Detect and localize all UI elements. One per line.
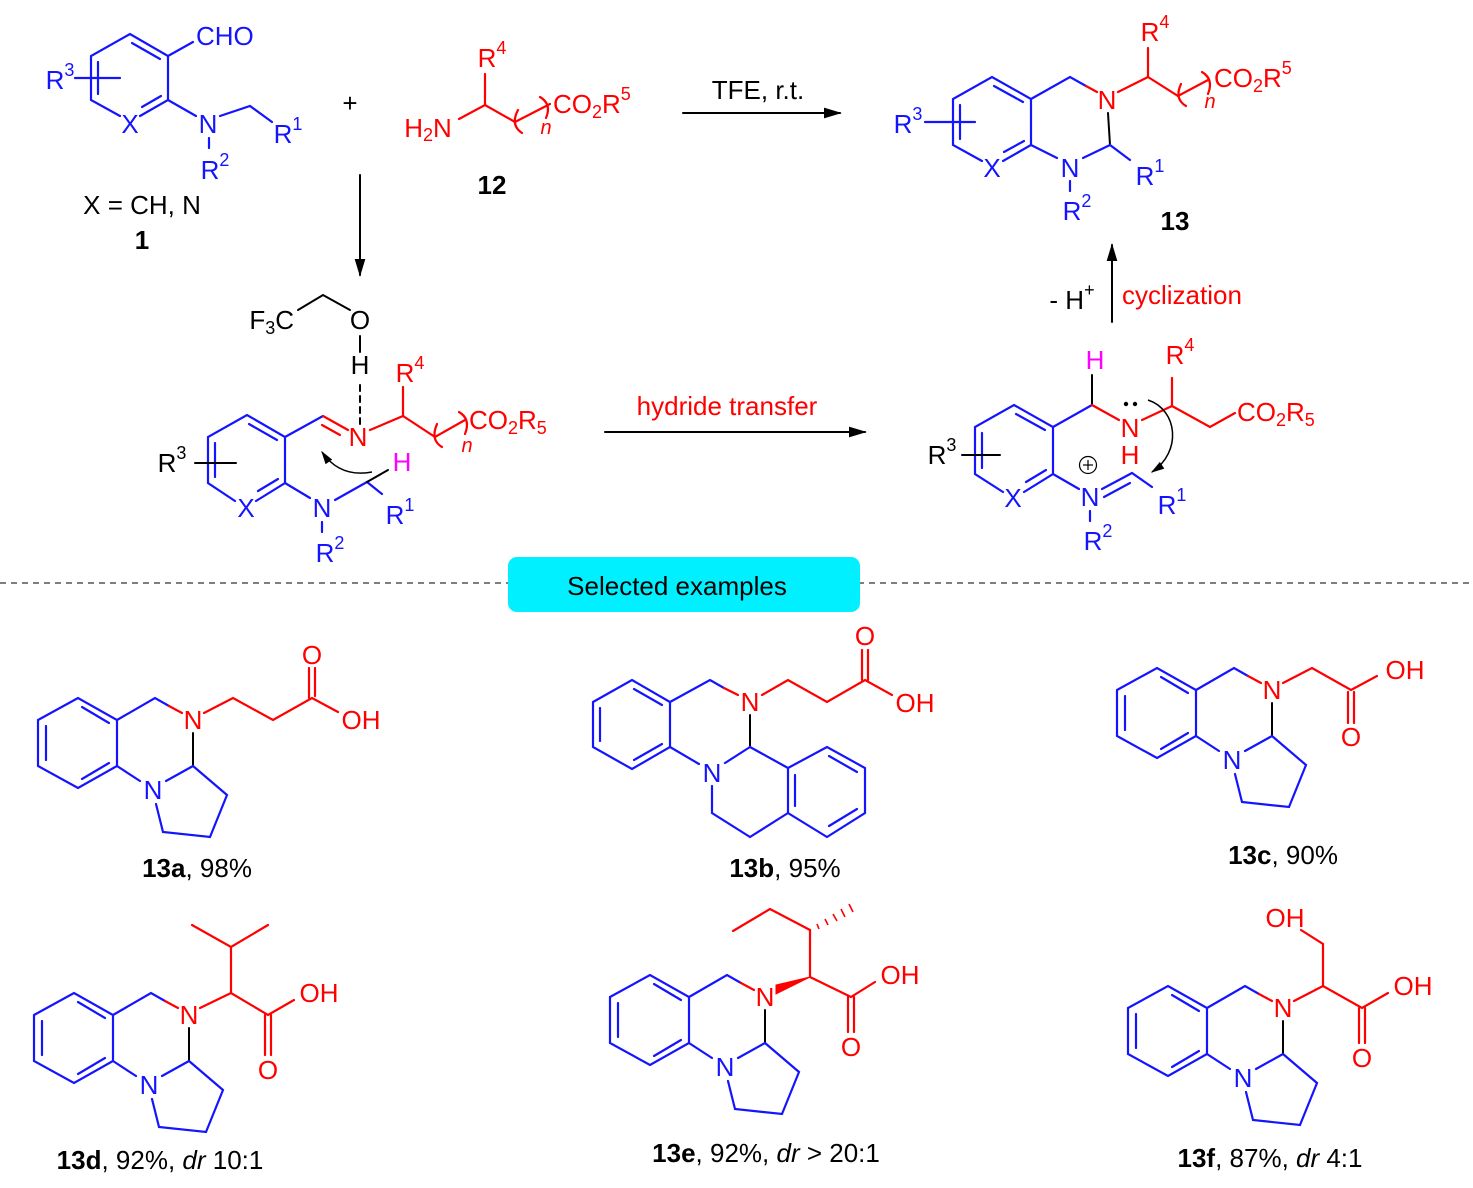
svg-text:R3: R3 <box>158 443 187 478</box>
svg-text:R4: R4 <box>396 353 425 388</box>
svg-text:O: O <box>1352 1043 1372 1073</box>
svg-text:n: n <box>540 117 551 139</box>
svg-text:O: O <box>841 1032 861 1062</box>
x-definition: X = CH, N <box>83 190 201 220</box>
svg-text:R4: R4 <box>478 38 507 73</box>
example-13c: O OH 13c, 90% <box>1115 655 1425 870</box>
compound-number-13: 13 <box>1161 206 1190 236</box>
deprotonation-label: - H+ <box>1049 280 1094 315</box>
svg-text:O: O <box>350 305 370 335</box>
compound-number-12: 12 <box>478 170 507 200</box>
example-13a: O OH 13a, 98% <box>36 640 381 883</box>
svg-text:OH: OH <box>1394 971 1433 1001</box>
svg-text:N: N <box>313 493 332 523</box>
svg-text:R3: R3 <box>46 60 75 95</box>
iminium-intermediate: R3 X H N H R4 CO2R5 N R1 R2 <box>928 335 1315 556</box>
svg-text:F3C: F3C <box>249 305 294 338</box>
curved-arrow-cyclization <box>1147 399 1174 473</box>
example-13e: O OH 13e, 92%, dr > 20:1 <box>608 903 920 1168</box>
compound-12-amino-ester: H2N n R4 CO2R5 12 <box>404 38 631 200</box>
svg-text:H: H <box>1086 345 1105 375</box>
reaction-conditions: TFE, r.t. <box>712 75 804 105</box>
compound-1-aldehyde: R3 X CHO N R1 R2 X = CH, N 1 <box>46 21 303 255</box>
svg-text:OH: OH <box>300 978 339 1008</box>
svg-text:H: H <box>351 350 370 380</box>
svg-text:N: N <box>1061 153 1080 183</box>
svg-text:R1: R1 <box>1158 485 1187 520</box>
svg-text:O: O <box>1341 722 1361 752</box>
example-label: 13b, 95% <box>729 853 840 883</box>
plus-sign: + <box>342 88 357 118</box>
svg-text:OH: OH <box>342 705 381 735</box>
svg-text:H: H <box>393 447 412 477</box>
hydride-transfer-label: hydride transfer <box>637 391 818 421</box>
svg-text:OH: OH <box>1266 903 1305 933</box>
svg-text:CHO: CHO <box>196 21 254 51</box>
svg-text:N: N <box>741 687 760 717</box>
svg-text:O: O <box>302 640 322 670</box>
svg-text:N: N <box>199 109 218 139</box>
svg-text:X: X <box>237 493 254 523</box>
svg-text:R2: R2 <box>1084 521 1113 556</box>
cyclization-label: cyclization <box>1122 280 1242 310</box>
example-label: 13e, 92%, dr > 20:1 <box>652 1138 880 1168</box>
svg-text:CO2R5: CO2R5 <box>1214 58 1292 96</box>
selected-examples-banner <box>508 557 860 612</box>
svg-text:OH: OH <box>896 688 935 718</box>
curved-arrow-hydride <box>321 450 373 474</box>
svg-text:N: N <box>1081 482 1100 512</box>
svg-text:R3: R3 <box>894 104 923 139</box>
svg-text:O: O <box>258 1055 278 1085</box>
svg-text:R3: R3 <box>928 435 957 470</box>
svg-text:OH: OH <box>881 960 920 990</box>
svg-text:N: N <box>703 758 722 788</box>
svg-text:R4: R4 <box>1141 12 1170 47</box>
svg-text:CO2R5: CO2R5 <box>469 405 547 438</box>
svg-text:X: X <box>1004 483 1021 513</box>
svg-text:OH: OH <box>1386 655 1425 685</box>
svg-text:H2N: H2N <box>404 113 452 145</box>
svg-text:N: N <box>349 422 368 452</box>
example-label: 13f, 87%, dr 4:1 <box>1177 1143 1362 1173</box>
example-label: 13c, 90% <box>1228 840 1338 870</box>
svg-text:R2: R2 <box>316 533 345 568</box>
svg-text:X: X <box>983 153 1000 183</box>
svg-text:H: H <box>1121 440 1140 470</box>
compound-13-product: n R3 X N N R4 CO2R5 R1 R2 13 <box>894 12 1292 236</box>
svg-text:n: n <box>1204 91 1215 113</box>
example-13d: O OH 13d, 92%, dr 10:1 <box>32 923 339 1175</box>
svg-text:CO2R5: CO2R5 <box>1237 397 1315 430</box>
svg-text:N: N <box>1121 413 1140 443</box>
example-label: 13d, 92%, dr 10:1 <box>57 1145 264 1175</box>
example-13b: N N O OH 13b, 95% <box>591 621 935 883</box>
svg-text:R1: R1 <box>386 495 415 530</box>
imine-intermediate: n R3 X N H O F3C R4 CO2R5 N H R1 R2 <box>158 293 547 568</box>
example-13f: O OH OH 13f, 87%, dr 4:1 <box>1126 903 1433 1173</box>
compound-number-1: 1 <box>135 225 149 255</box>
svg-text:n: n <box>461 435 472 457</box>
example-label: 13a, 98% <box>142 853 252 883</box>
svg-text:R1: R1 <box>1136 156 1165 191</box>
svg-text:R2: R2 <box>201 150 230 185</box>
svg-text:O: O <box>855 621 875 651</box>
svg-text:R1: R1 <box>274 114 303 149</box>
svg-text:X: X <box>121 109 138 139</box>
svg-text:CO2R5: CO2R5 <box>553 84 631 122</box>
svg-text:R2: R2 <box>1063 191 1092 226</box>
svg-text:N: N <box>1098 85 1117 115</box>
selected-examples-title: Selected examples <box>567 571 787 601</box>
svg-text:R4: R4 <box>1166 335 1195 370</box>
positive-charge-icon <box>1078 455 1098 475</box>
